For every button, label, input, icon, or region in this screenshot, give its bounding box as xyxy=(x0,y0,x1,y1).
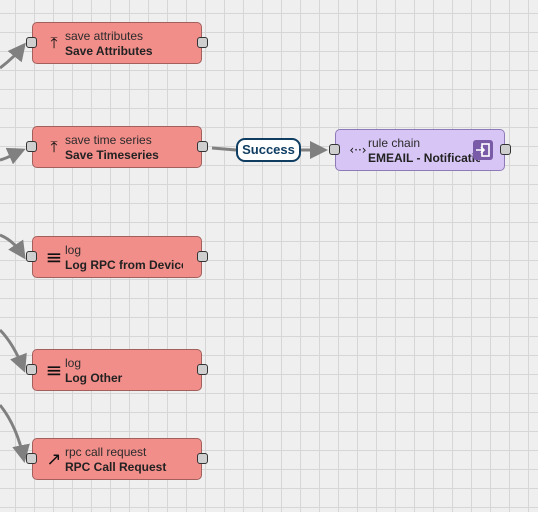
open-rule-chain-button[interactable] xyxy=(473,140,493,160)
node-type-label: log xyxy=(65,356,82,370)
link-to-log-rpc[interactable] xyxy=(0,233,26,260)
input-port[interactable] xyxy=(26,251,37,262)
login-icon xyxy=(476,143,490,157)
menu-lines-icon: ≡ xyxy=(45,245,63,269)
link-label-success[interactable]: Success xyxy=(236,138,301,162)
node-name-label: RPC Call Request xyxy=(65,460,167,474)
output-port[interactable] xyxy=(500,144,511,155)
input-port[interactable] xyxy=(26,364,37,375)
upload-icon: ⤒ xyxy=(50,33,58,52)
node-name-label: EMEAIL - Notification xyxy=(368,151,480,165)
node-name-label: Log RPC from Device xyxy=(65,258,183,272)
upload-icon: ⤒ xyxy=(50,137,58,156)
input-port[interactable] xyxy=(26,37,37,48)
node-type-label: rule chain xyxy=(368,136,421,150)
output-port[interactable] xyxy=(197,141,208,152)
node-type-label: save time series xyxy=(65,133,152,147)
link-to-save-attributes[interactable] xyxy=(0,42,26,70)
link-success[interactable] xyxy=(211,148,325,150)
node-rpc-call-request[interactable]: ↗ rpc call request RPC Call Request xyxy=(26,438,208,480)
node-type-label: log xyxy=(65,243,82,257)
link-to-log-other[interactable] xyxy=(0,328,27,373)
input-port[interactable] xyxy=(26,453,37,464)
node-save-attributes[interactable]: ⤒ save attributes Save Attributes xyxy=(26,22,208,64)
link-to-save-timeseries[interactable] xyxy=(0,147,26,165)
node-name-label: Save Attributes xyxy=(65,44,153,58)
link-to-rpc-call[interactable] xyxy=(0,404,30,463)
input-port[interactable] xyxy=(329,144,340,155)
node-log-other[interactable]: ≡ log Log Other xyxy=(26,349,208,391)
input-port[interactable] xyxy=(26,141,37,152)
output-port[interactable] xyxy=(197,453,208,464)
output-port[interactable] xyxy=(197,251,208,262)
output-port[interactable] xyxy=(197,364,208,375)
node-rule-chain[interactable]: ‹··› rule chain EMEAIL - Notification xyxy=(329,129,511,171)
menu-lines-icon: ≡ xyxy=(45,358,63,382)
node-name-label: Log Other xyxy=(65,371,123,385)
node-name-label: Save Timeseries xyxy=(65,148,159,162)
node-type-label: save attributes xyxy=(65,29,144,43)
node-save-timeseries[interactable]: ⤒ save time series Save Timeseries xyxy=(26,126,208,168)
arrow-up-right-icon: ↗ xyxy=(46,448,62,470)
output-port[interactable] xyxy=(197,37,208,48)
node-log-rpc-from-device[interactable]: ≡ log Log RPC from Device xyxy=(26,236,208,278)
node-type-label: rpc call request xyxy=(65,445,147,459)
code-arrows-icon: ‹··› xyxy=(349,143,367,157)
